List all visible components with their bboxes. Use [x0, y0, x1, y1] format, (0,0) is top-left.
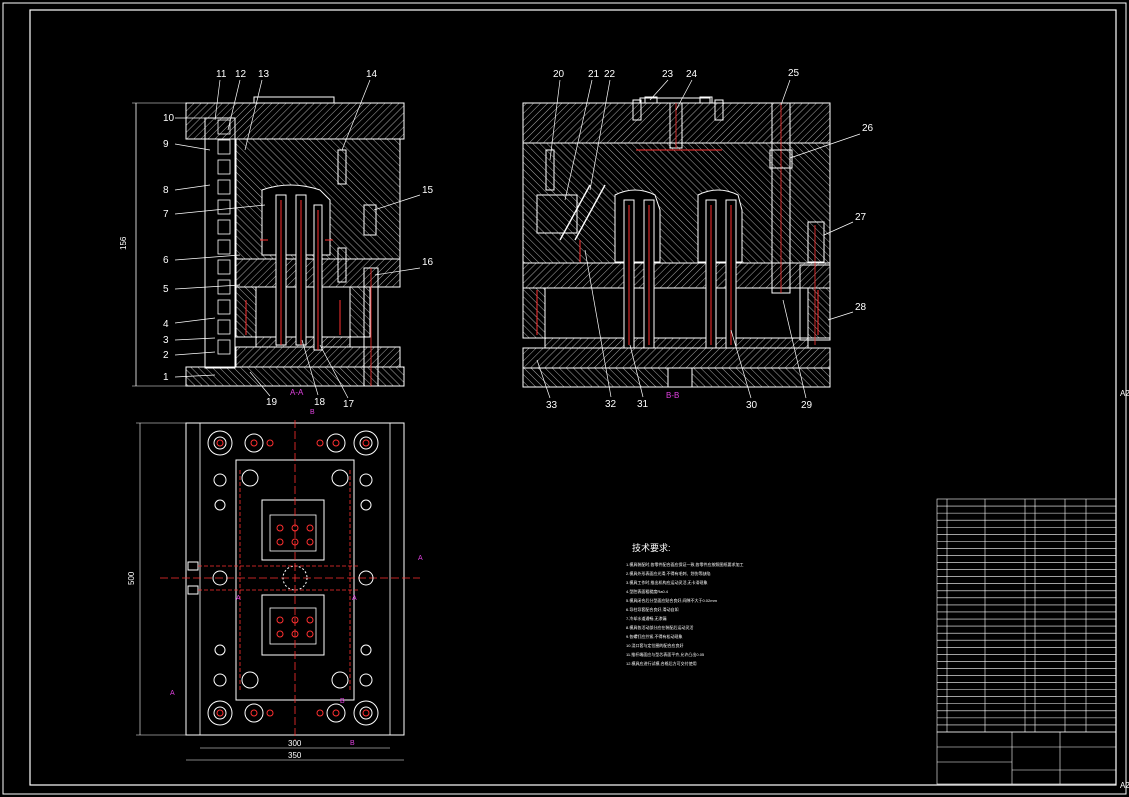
- plan-view: A A A A B B B 300 350 500: [127, 409, 423, 761]
- section-label-a: A-A: [290, 388, 304, 397]
- callout-26: 26: [862, 123, 874, 134]
- callout-15: 15: [422, 185, 434, 196]
- plan-marker-a4: A: [418, 555, 423, 562]
- callout-28: 28: [855, 302, 867, 313]
- callout-12: 12: [235, 69, 247, 80]
- tech-line-12: 12.模具应进行试模,合格后方可交付使用: [626, 660, 697, 666]
- callout-18: 18: [314, 397, 326, 408]
- tech-line-9: 9.各螺钉应拧紧,不得有松动现象: [626, 633, 682, 639]
- sheet-size-top: A2: [1120, 389, 1129, 398]
- dim-width-300: 300: [288, 739, 302, 748]
- sheet-size-bottom: A2: [1120, 781, 1129, 790]
- tech-title: 技术要求:: [632, 542, 671, 553]
- callout-21: 21: [588, 69, 600, 80]
- plan-marker-a3: A: [170, 690, 175, 697]
- callout-32: 32: [605, 399, 617, 410]
- callout-3: 3: [163, 335, 169, 346]
- right-callouts: 20 21 22 23 24 25 26 27 28 29 30 31 32 3…: [546, 68, 874, 411]
- callout-4: 4: [163, 319, 169, 330]
- callout-5: 5: [163, 284, 169, 295]
- dim-height-156: 156: [119, 236, 128, 250]
- tech-line-1: 1.模具装配时,各零件配合面应保证一致,各零件应按照图纸要求加工: [626, 561, 744, 567]
- dim-width-350: 350: [288, 751, 302, 760]
- tech-line-8: 8.模具各活动部分应在装配后运动灵活: [626, 624, 693, 630]
- section-label-b: B-B: [666, 391, 679, 400]
- callout-22: 22: [604, 69, 616, 80]
- plan-marker-b3: B: [340, 698, 345, 705]
- right-leaders: [536, 79, 861, 399]
- callout-14: 14: [366, 69, 378, 80]
- callout-8: 8: [163, 185, 169, 196]
- callout-19: 19: [266, 397, 278, 408]
- tech-line-5: 5.模具闭合后分型面应贴合良好,间隙不大于0.02mm: [626, 597, 718, 603]
- callout-23: 23: [662, 69, 674, 80]
- callout-33: 33: [546, 400, 558, 411]
- callout-2: 2: [163, 350, 169, 361]
- callout-11: 11: [216, 69, 227, 80]
- plan-marker-a1: A: [236, 595, 241, 602]
- callout-9: 9: [163, 139, 169, 150]
- plan-marker-a2: A: [352, 595, 357, 602]
- callout-20: 20: [553, 69, 565, 80]
- tech-line-11: 11.推杆端面应与型芯表面平齐,允许凸出0.05: [626, 651, 705, 657]
- callout-13: 13: [258, 69, 270, 80]
- callout-24: 24: [686, 69, 698, 80]
- left-callouts: 1 2 3 4 5 6 7 8 9 10 11 12 13 14 15 16 1…: [163, 69, 434, 410]
- callout-25: 25: [788, 68, 800, 79]
- dim-height-500: 500: [127, 571, 136, 585]
- callout-10: 10: [163, 113, 175, 124]
- tech-line-2: 2.模具外形表面应光滑,不得有毛刺、划伤等缺陷: [626, 570, 710, 576]
- plan-marker-b2: B: [350, 740, 355, 747]
- callout-1: 1: [163, 372, 169, 383]
- tech-line-6: 6.导柱导套配合良好,滑动自如: [626, 606, 678, 612]
- callout-17: 17: [343, 399, 355, 410]
- tech-line-3: 3.模具工作时,推出机构应运动灵活,无卡滞现象: [626, 579, 708, 585]
- callout-29: 29: [801, 400, 813, 411]
- tech-line-4: 4.型腔表面粗糙度Ra0.4: [626, 588, 669, 594]
- section-view-a: 1 5 6: [119, 96, 405, 387]
- callout-31: 31: [637, 399, 649, 410]
- callout-7: 7: [163, 209, 169, 220]
- tech-line-7: 7.冷却水道通畅,无渗漏: [626, 615, 666, 621]
- callout-16: 16: [422, 257, 434, 268]
- tech-line-10: 10.浇口套与定位圈的配合应良好: [626, 642, 684, 648]
- technical-requirements: 技术要求: 1.模具装配时,各零件配合面应保证一致,各零件应按照图纸要求加工 2…: [626, 542, 744, 666]
- left-leaders: [174, 79, 421, 399]
- inner-frame: [29, 9, 1117, 786]
- parts-list-table: [936, 498, 1117, 785]
- callout-30: 30: [746, 400, 758, 411]
- callout-27: 27: [855, 212, 867, 223]
- callout-6: 6: [163, 255, 169, 266]
- plan-marker-b1: B: [310, 409, 315, 416]
- section-view-b: [522, 96, 831, 388]
